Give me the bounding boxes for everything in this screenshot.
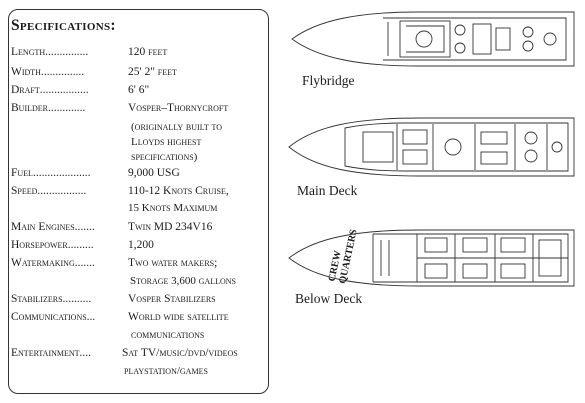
spec-label: Length............... (11, 46, 89, 58)
spec-row-watermaking: Watermaking....... Two water makers; (11, 257, 217, 269)
spec-value: 9,000 USG (128, 167, 180, 179)
spec-label: Stabilizers.......... (11, 293, 92, 305)
spec-label: Communications... (11, 311, 96, 323)
spec-row-draft: Draft................. 6' 6" (11, 84, 149, 96)
below-deck-label: Below Deck (295, 291, 363, 306)
spec-row-stabilizers: Stabilizers.......... Vosper Stabilizers (11, 293, 216, 305)
spec-value: Vosper–Thornycroft (128, 102, 229, 114)
spec-label: Draft................. (11, 84, 89, 96)
spec-row-main-engines: Main Engines....... Twin MD 234V16 (11, 221, 212, 233)
spec-continuation: (originally built to (131, 121, 223, 133)
main-deck-label: Main Deck (297, 183, 358, 198)
spec-continuation: Storage 3,600 gallons (130, 275, 236, 287)
spec-value: 1,200 (128, 239, 154, 251)
below-deck-plan-drawing (288, 229, 575, 287)
flybridge-label: Flybridge (302, 73, 355, 88)
spec-value: Sat TV/music/dvd/videos (122, 347, 238, 359)
spec-label: Horsepower......... (11, 239, 94, 251)
spec-label: Main Engines....... (11, 221, 95, 233)
spec-continuation: communications (131, 329, 205, 341)
spec-label: Fuel.................... (11, 167, 91, 179)
spec-row-horsepower: Horsepower......... 1,200 (11, 239, 154, 251)
spec-value: Two water makers; (128, 257, 218, 269)
spec-continuation: Lloyds highest (131, 136, 202, 148)
spec-row-width: Width............... 25' 2" feet (11, 66, 177, 78)
spec-label: Width............... (11, 66, 85, 78)
spec-value: 25' 2" feet (128, 66, 177, 78)
spec-row-entertainment: Entertainment.... Sat TV/music/dvd/video… (11, 347, 238, 359)
flybridge-plan-drawing (291, 11, 575, 67)
spec-label: Watermaking....... (11, 257, 95, 269)
spec-label: Builder............. (11, 102, 86, 114)
spec-continuation: 15 Knots Maximum (128, 202, 218, 214)
spec-continuation: specifications) (131, 151, 198, 163)
main-deck-plan-drawing (288, 117, 575, 177)
spec-value: 110-12 Knots Cruise, (128, 185, 229, 197)
specifications-panel (8, 9, 269, 394)
spec-label: Speed................. (11, 185, 87, 197)
spec-row-length: Length............... 120 feet (11, 46, 167, 58)
spec-value: World wide satellite (128, 311, 229, 323)
spec-label: Entertainment.... (11, 347, 92, 359)
spec-value: Vosper Stabilizers (128, 293, 216, 305)
spec-value: Twin MD 234V16 (128, 221, 213, 233)
spec-row-fuel: Fuel.................... 9,000 USG (11, 167, 180, 179)
spec-row-speed: Speed................. 110-12 Knots Crui… (11, 185, 229, 197)
spec-value: 120 feet (128, 46, 168, 58)
spec-value: 6' 6" (128, 84, 150, 96)
spec-row-builder: Builder............. Vosper–Thornycroft (11, 102, 228, 114)
spec-row-communications: Communications... World wide satellite (11, 311, 229, 323)
spec-continuation: playstation/games (124, 365, 208, 377)
specifications-title: Specifications: (11, 17, 116, 34)
